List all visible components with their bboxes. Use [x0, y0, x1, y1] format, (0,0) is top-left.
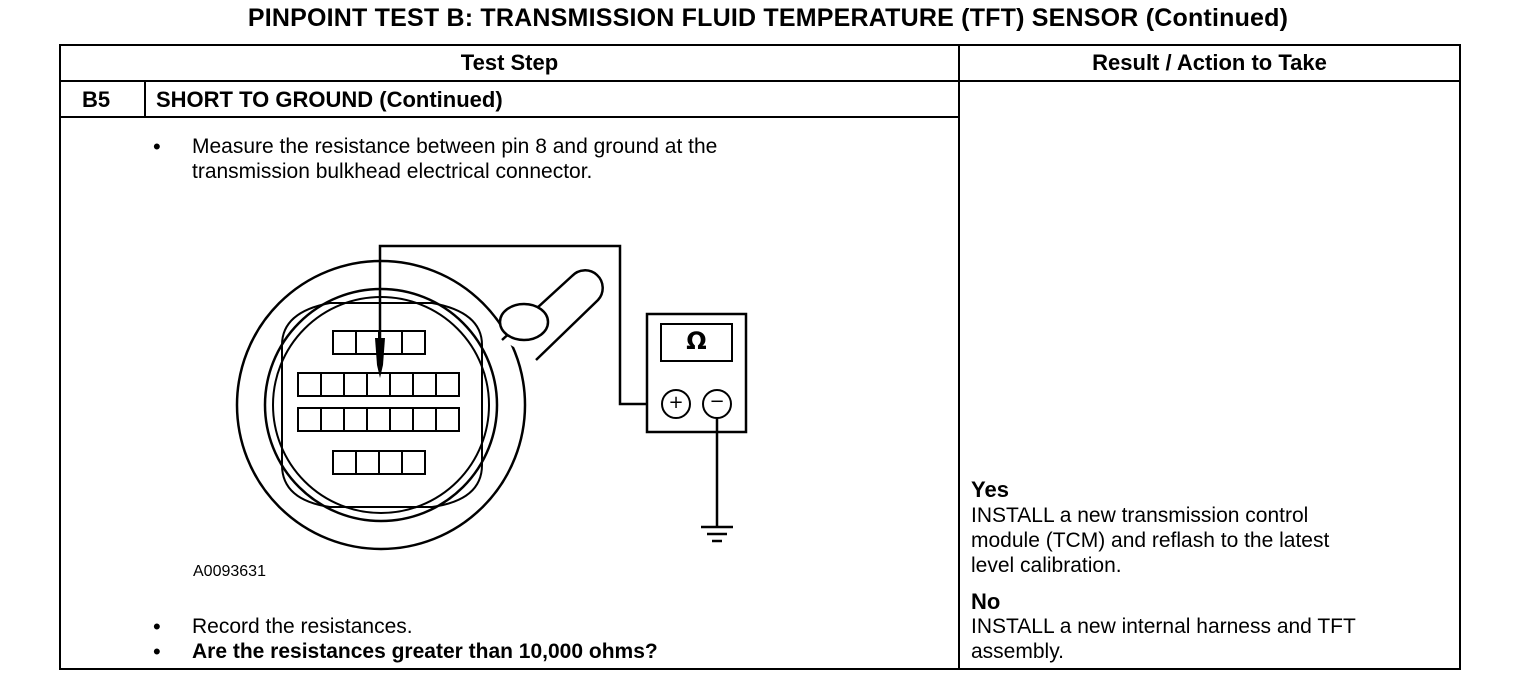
yes-action-line1: INSTALL a new transmission control — [971, 504, 1309, 527]
probe-lead — [378, 244, 656, 406]
question-text: Are the resistances greater than 10,000 … — [192, 640, 658, 663]
pin-cell — [297, 372, 322, 397]
pin-cell — [332, 330, 357, 355]
step-id-divider — [144, 81, 146, 117]
measure-instruction-line2: transmission bulkhead electrical connect… — [192, 160, 593, 183]
pin-cell — [343, 372, 368, 397]
header-result-action: Result / Action to Take — [1092, 50, 1327, 75]
test-table — [59, 44, 1461, 670]
pin-cell — [366, 407, 391, 432]
pin-cell — [355, 450, 380, 475]
header-test-step: Test Step — [460, 50, 559, 75]
yes-label: Yes — [971, 477, 1009, 502]
pin-cell — [435, 407, 460, 432]
bullet-record: • — [153, 614, 161, 639]
pin-cell — [412, 372, 437, 397]
pin-cell — [401, 450, 426, 475]
step-id: B5 — [82, 87, 111, 112]
step-title-divider — [59, 116, 960, 118]
no-label: No — [971, 589, 1001, 614]
ohm-symbol: Ω — [686, 327, 707, 355]
record-instruction: Record the resistances. — [192, 615, 413, 638]
pin-cell — [389, 372, 414, 397]
pin-row-bottom — [332, 450, 426, 475]
pin-cell — [332, 450, 357, 475]
ohmmeter-display — [660, 323, 733, 362]
pin-row-second — [297, 372, 460, 397]
pin-cell — [435, 372, 460, 397]
no-action-line1: INSTALL a new internal harness and TFT — [971, 615, 1356, 638]
pin-cell — [401, 330, 426, 355]
pin-cell — [343, 407, 368, 432]
pin-cell — [366, 372, 391, 397]
figure-id: A0093631 — [193, 563, 266, 580]
pin-row-top — [332, 330, 426, 355]
pin-cell — [297, 407, 322, 432]
pin-cell — [412, 407, 437, 432]
pin-cell — [389, 407, 414, 432]
yes-action-line2: module (TCM) and reflash to the latest — [971, 529, 1330, 552]
ground-symbol — [701, 525, 733, 543]
yes-action-line3: level calibration. — [971, 554, 1122, 577]
header-divider — [59, 80, 1461, 82]
page-title: PINPOINT TEST B: TRANSMISSION FLUID TEMP… — [247, 4, 1289, 32]
connector-tab-hole — [498, 302, 550, 342]
meter-terminal-positive — [661, 389, 691, 419]
pin-cell — [320, 372, 345, 397]
bullet-question: • — [153, 639, 161, 664]
pin-cell — [378, 450, 403, 475]
connector-insert — [281, 302, 483, 508]
minus-label: − — [709, 391, 725, 412]
bullet-measure: • — [153, 134, 161, 159]
pin-row-third — [297, 407, 460, 432]
no-action-line2: assembly. — [971, 640, 1064, 663]
probe-tip — [375, 338, 385, 378]
step-title: SHORT TO GROUND (Continued) — [156, 87, 503, 112]
column-divider — [958, 44, 960, 670]
measure-instruction-line1: Measure the resistance between pin 8 and… — [192, 135, 718, 158]
plus-label: + — [668, 392, 684, 413]
pin-cell — [320, 407, 345, 432]
